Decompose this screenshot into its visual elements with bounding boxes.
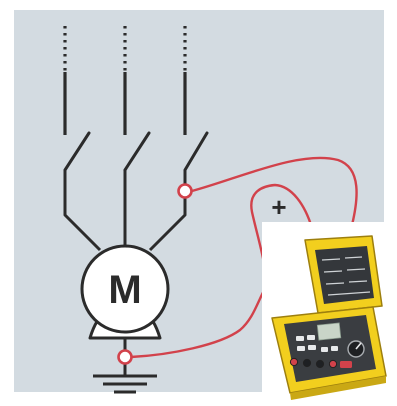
phase-test-clip-icon [177, 183, 193, 199]
tester-display [316, 322, 342, 341]
tester-knob-pointer [355, 342, 362, 350]
supply-lines [63, 26, 187, 135]
switch-blades [63, 131, 209, 172]
motor-label: M [108, 268, 141, 312]
switch-blade-l3-icon [183, 131, 209, 172]
tester-front-edge [290, 376, 386, 400]
tester-lid-panel [315, 246, 374, 304]
insulation-tester-icon [271, 235, 387, 400]
polarity-label: + [271, 192, 286, 222]
tester-power-switch [340, 361, 352, 368]
tester-lid-labels [321, 256, 371, 296]
tester-terminals [289, 357, 338, 369]
motor-circle [80, 244, 170, 334]
motor-symbol: M [80, 244, 170, 340]
tester-buttons [296, 335, 338, 352]
positive-test-lead [190, 156, 358, 227]
switch-blade-l1-icon [63, 131, 91, 172]
switch-blade-l2-icon [123, 131, 151, 172]
feed-wire-l1 [63, 170, 102, 252]
ground-test-clip-icon [117, 349, 133, 365]
